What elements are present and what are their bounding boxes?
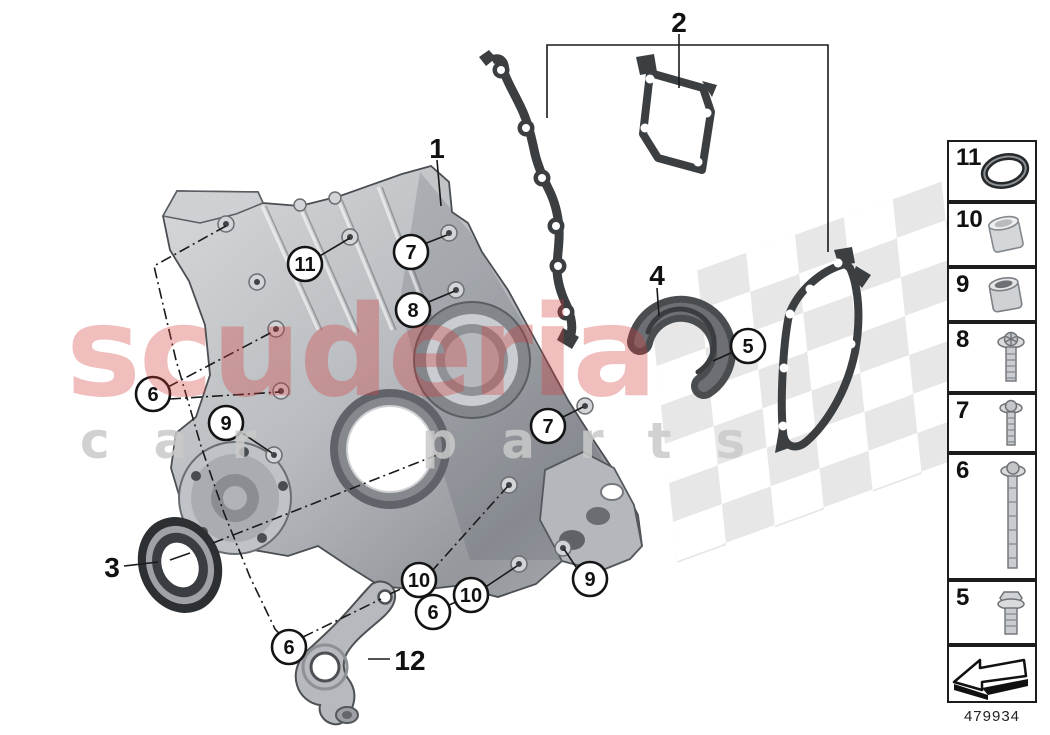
parts-list-nav-cell[interactable] — [947, 645, 1037, 703]
callout-9a[interactable]: 9 — [207, 404, 245, 442]
parts-list-item-8[interactable]: 8 — [947, 322, 1037, 393]
svg-text:10: 10 — [408, 570, 430, 592]
page-arrow-icon — [952, 658, 1028, 700]
label-12[interactable]: 12 — [394, 645, 425, 676]
parts-list-item-9[interactable]: 9 — [947, 267, 1037, 322]
timing-case-gasket-upper — [636, 54, 717, 174]
cover-crank-opening — [330, 389, 450, 509]
callout-5[interactable]: 5 — [729, 327, 767, 365]
sleeve-icon — [987, 215, 1024, 253]
diagram-code: 479934 — [963, 708, 1021, 725]
svg-text:6: 6 — [427, 602, 438, 624]
parts-list-item-11[interactable]: 11 — [947, 140, 1037, 202]
parts-list-item-10[interactable]: 10 — [947, 202, 1037, 267]
svg-text:9: 9 — [220, 413, 231, 435]
timing-case-cover — [161, 165, 643, 598]
svg-text:7: 7 — [542, 416, 553, 438]
cover-seal-pocket — [413, 301, 531, 419]
callout-6a[interactable]: 6 — [134, 375, 172, 413]
svg-text:11: 11 — [294, 254, 315, 276]
item-number: 10 — [956, 206, 983, 233]
item-number: 5 — [956, 584, 970, 611]
flange-bolt-icon — [997, 331, 1025, 382]
svg-text:5: 5 — [742, 336, 753, 358]
shaft-seal — [137, 517, 223, 613]
callout-7a[interactable]: 7 — [392, 233, 430, 271]
label-2[interactable]: 2 — [671, 7, 687, 38]
flange-bolt-icon — [999, 399, 1023, 446]
callout-7b[interactable]: 7 — [529, 407, 567, 445]
svg-text:10: 10 — [460, 585, 482, 607]
sleeve-icon — [988, 276, 1023, 313]
cover-top-arm — [161, 190, 265, 224]
support-bracket — [294, 580, 397, 726]
svg-text:6: 6 — [147, 384, 158, 406]
parts-list-item-7[interactable]: 7 — [947, 393, 1037, 453]
label-3[interactable]: 3 — [104, 552, 120, 583]
callout-10b[interactable]: 10 — [452, 576, 490, 614]
item-number: 8 — [956, 326, 970, 353]
leader-lines — [123, 34, 829, 660]
timing-case-gasket-long — [479, 50, 579, 349]
callout-6c[interactable]: 6 — [270, 628, 308, 666]
parts-list-item-5[interactable]: 5 — [947, 580, 1037, 645]
label-1[interactable]: 1 — [429, 133, 445, 164]
callout-10a[interactable]: 10 — [400, 561, 438, 599]
callout-8[interactable]: 8 — [394, 291, 432, 329]
svg-text:9: 9 — [584, 569, 595, 591]
item-number: 9 — [956, 271, 970, 298]
cover-bolt-holes — [217, 191, 594, 573]
item-number: 11 — [956, 144, 982, 171]
callout-9b[interactable]: 9 — [571, 560, 609, 598]
hex-bolt-icon — [997, 590, 1025, 635]
label-4[interactable]: 4 — [649, 260, 665, 291]
cover-section-part4 — [627, 295, 737, 399]
item-number: 6 — [956, 457, 970, 484]
o-ring-icon — [980, 152, 1030, 190]
svg-text:8: 8 — [407, 300, 418, 322]
part-labels: 1 2 3 4 12 — [104, 7, 687, 676]
item-number: 7 — [956, 397, 970, 424]
timing-case-gasket-lower — [775, 247, 871, 453]
callout-11[interactable]: 11 — [286, 245, 324, 283]
svg-text:6: 6 — [283, 637, 294, 659]
callout-6b[interactable]: 6 — [414, 593, 452, 631]
parts-list-item-6[interactable]: 6 — [947, 453, 1037, 580]
long-bolt-icon — [1000, 460, 1026, 569]
svg-text:7: 7 — [405, 242, 416, 264]
